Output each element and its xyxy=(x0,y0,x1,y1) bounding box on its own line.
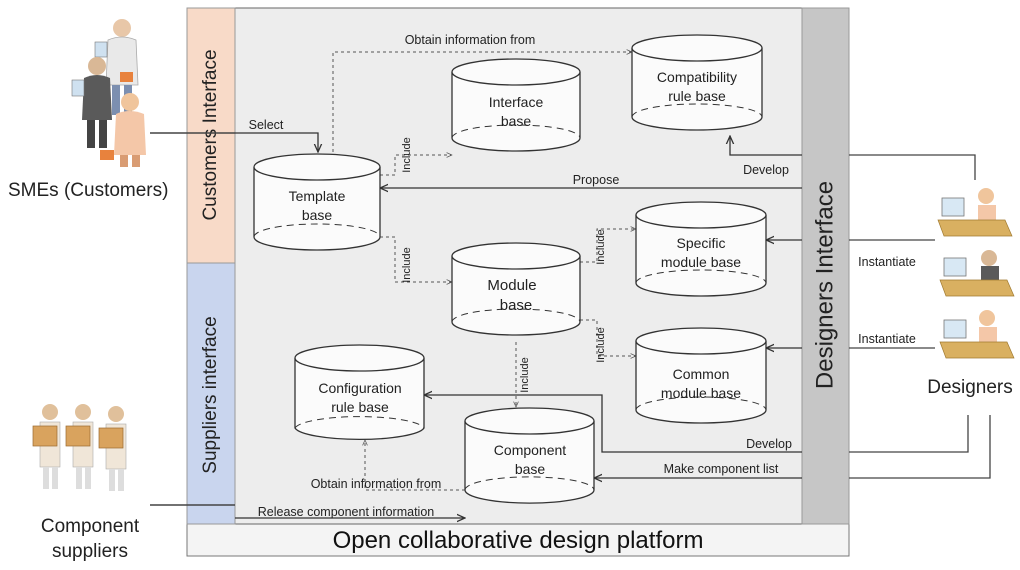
common-base-line2: module base xyxy=(661,385,741,401)
specific-module-base-db: Specific module base xyxy=(635,201,767,297)
designers-connector-list xyxy=(849,415,991,479)
module-base-line1: Module xyxy=(487,277,536,294)
smes-label: SMEs (Customers) xyxy=(8,180,169,201)
compatibility-rule-base-db: Compatibility rule base xyxy=(631,34,763,131)
obtain-top-label: Obtain information from xyxy=(405,33,536,47)
platform-title-band xyxy=(186,523,850,557)
customers-interface-band xyxy=(186,7,236,264)
select-label: Select xyxy=(249,118,284,132)
smes-people-icon xyxy=(71,19,146,167)
designers-connector-top xyxy=(849,154,976,180)
release-label: Release component information xyxy=(258,505,435,519)
develop-bottom-arrow xyxy=(424,395,802,453)
platform-title: Open collaborative design platform xyxy=(332,527,704,554)
obtain-bottom-label: Obtain information from xyxy=(311,477,442,491)
configuration-base-line2: rule base xyxy=(331,399,389,415)
suppliers-interface-band xyxy=(186,262,236,525)
designers-interface-label: Designers Interface xyxy=(811,181,838,389)
interface-base-line1: Interface xyxy=(489,94,544,110)
interface-base-line2: base xyxy=(501,113,532,129)
instantiate-1-label: Instantiate xyxy=(858,255,916,269)
include-specific-label: Include xyxy=(595,229,607,264)
designers-interface-band xyxy=(801,7,850,525)
module-base-line2: base xyxy=(500,297,533,314)
specific-base-line1: Specific xyxy=(676,235,725,251)
suppliers-label-line1: Component xyxy=(40,516,140,537)
include-module-label: Include xyxy=(401,247,413,282)
template-base-db: Template base xyxy=(253,153,381,251)
template-base-line2: base xyxy=(302,207,333,223)
component-suppliers-icon xyxy=(32,404,127,491)
template-base-line1: Template xyxy=(289,188,346,204)
suppliers-interface-label: Suppliers interface xyxy=(200,316,221,473)
include-common-arrow xyxy=(580,319,636,356)
designers-label: Designers xyxy=(927,377,1013,398)
customers-interface-label: Customers Interface xyxy=(200,49,221,220)
make-list-label: Make component list xyxy=(664,462,779,476)
instantiate-2-label: Instantiate xyxy=(858,332,916,346)
include-specific-arrow xyxy=(580,229,636,263)
designers-connector-develop xyxy=(849,415,969,453)
develop-top-label: Develop xyxy=(743,163,789,177)
common-module-base-db: Common module base xyxy=(635,327,767,424)
specific-base-line2: module base xyxy=(661,254,741,270)
configuration-rule-base-db: Configuration rule base xyxy=(294,344,425,441)
common-base-line1: Common xyxy=(673,366,730,382)
include-component-label: Include xyxy=(519,357,531,392)
propose-label: Propose xyxy=(573,173,620,187)
include-interface-label: Include xyxy=(401,137,413,172)
component-base-line2: base xyxy=(515,461,546,477)
component-base-line1: Component xyxy=(494,442,566,458)
develop-top-arrow xyxy=(730,136,802,156)
component-base-db: Component base xyxy=(464,407,595,504)
compatibility-base-line2: rule base xyxy=(668,88,726,104)
develop-bottom-label: Develop xyxy=(746,437,792,451)
configuration-base-line1: Configuration xyxy=(318,380,401,396)
compatibility-base-line1: Compatibility xyxy=(657,69,737,85)
include-module-arrow xyxy=(380,236,452,282)
module-base-db: Module base xyxy=(451,242,581,336)
include-interface-arrow xyxy=(380,155,452,176)
suppliers-label-line2: suppliers xyxy=(51,541,129,562)
include-common-label: Include xyxy=(595,327,607,362)
select-arrow xyxy=(235,132,318,152)
interface-base-db: Interface base xyxy=(451,58,581,152)
obtain-bottom-arrow xyxy=(365,440,465,491)
designers-people-icon xyxy=(937,188,1015,359)
